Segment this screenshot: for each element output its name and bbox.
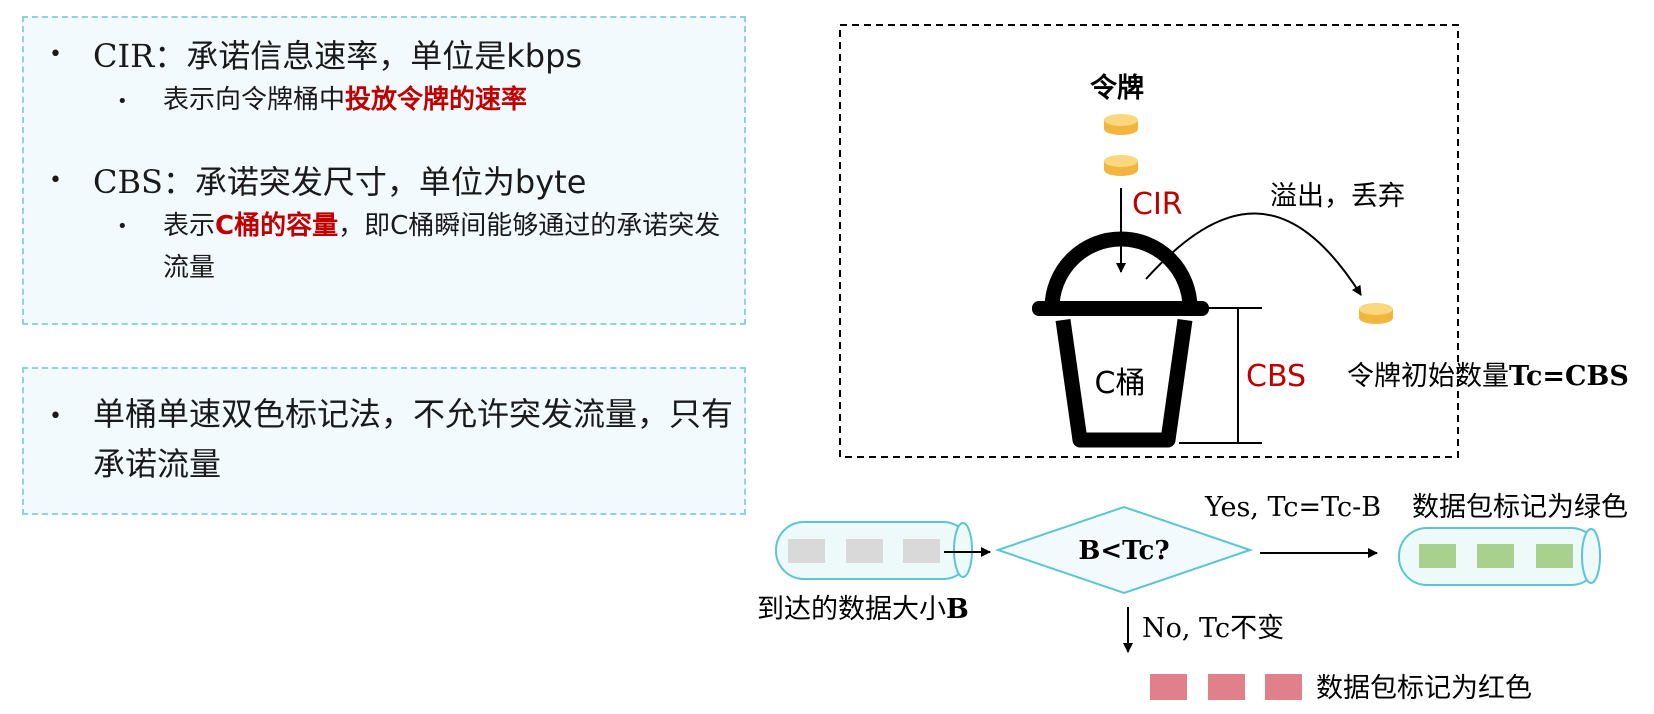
cbs-detail-text-1: 表示: [163, 211, 216, 241]
red-label: 数据包标记为红色: [1316, 673, 1532, 704]
sub-bullet: •: [117, 91, 128, 112]
token-icon: [1104, 114, 1138, 135]
overflow-label: 溢出，丢弃: [1270, 181, 1405, 212]
definition-panel: [22, 16, 746, 325]
summary-text: 单桶单速双色标记法，不允许突发流量，只有承诺流量: [93, 395, 734, 483]
bullet: •: [49, 404, 62, 429]
cbs-detail-highlight: C桶的容量: [215, 211, 339, 241]
condition-label: B<Tc?: [1078, 536, 1169, 566]
cir-description: ：承诺信息速率，单位是kbps: [154, 37, 583, 75]
red-packet: [1265, 674, 1302, 700]
red-packet: [1208, 674, 1245, 700]
green-packet: [1536, 544, 1573, 568]
initial-tokens-label: 令牌初始数量Tc=CBS: [1347, 361, 1629, 392]
yes-branch-label: Yes, Tc=Tc-B: [1204, 492, 1381, 523]
token-icon: [1359, 303, 1393, 324]
bucket-icon: [1032, 231, 1209, 448]
cbs-description: ：承诺突发尺寸，单位为byte: [162, 163, 587, 201]
overflow-arrow: [1145, 212, 1362, 296]
bucket-label: C桶: [1095, 366, 1146, 401]
cbs-definition: CBS：承诺突发尺寸，单位为byte: [93, 161, 586, 203]
packet: [846, 539, 883, 563]
cbs-label: CBS: [1246, 359, 1306, 394]
packet: [903, 539, 940, 563]
token-icon: [1104, 155, 1138, 176]
cir-label: CIR: [1132, 187, 1183, 222]
green-packet: [1477, 544, 1514, 568]
cbs-term: CBS: [93, 163, 163, 201]
cir-definition: CIR：承诺信息速率，单位是kbps: [93, 35, 582, 77]
cbs-detail: 表示C桶的容量，即C桶瞬间能够通过的承诺突发流量: [163, 205, 723, 289]
summary-panel: [22, 367, 746, 515]
cir-term: CIR: [93, 37, 155, 75]
green-packet: [1419, 544, 1456, 568]
cir-detail-text: 表示向令牌桶中: [163, 85, 346, 115]
bullet: •: [49, 42, 62, 67]
bucket-frame: [839, 24, 1459, 458]
arrival-label: 到达的数据大小B: [757, 594, 969, 625]
cir-detail: 表示向令牌桶中投放令牌的速率: [163, 79, 527, 121]
sub-bullet: •: [117, 216, 128, 237]
packet: [788, 539, 825, 563]
token-label: 令牌: [1090, 72, 1144, 104]
cir-detail-highlight: 投放令牌的速率: [345, 85, 528, 115]
decision-diamond: [994, 505, 1254, 595]
green-label: 数据包标记为绿色: [1412, 492, 1628, 523]
red-packet: [1150, 674, 1187, 700]
cbs-detail-text-2: ，即C桶瞬间能够通过的承诺突发流量: [163, 211, 721, 283]
no-branch-label: No, Tc不变: [1142, 613, 1284, 644]
bullet: •: [49, 168, 62, 193]
cbs-bracket: [1179, 307, 1262, 444]
